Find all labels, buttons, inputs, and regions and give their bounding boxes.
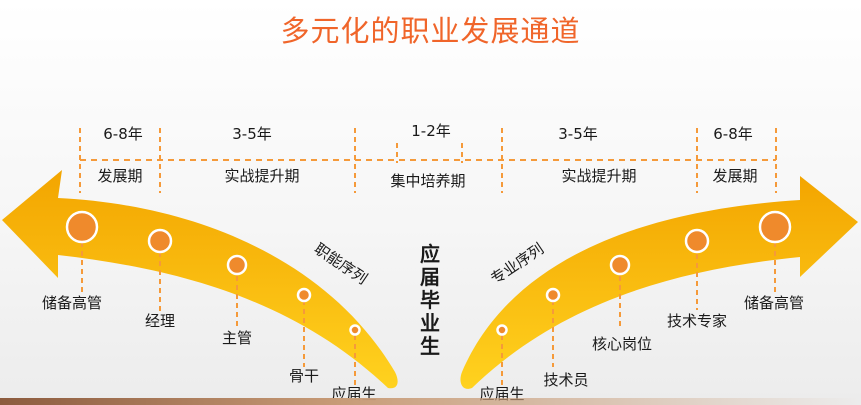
center-label-char: 毕 bbox=[420, 288, 440, 312]
level-label: 骨干 bbox=[289, 367, 319, 385]
level-connectors bbox=[81, 242, 776, 385]
management-track-arrow bbox=[2, 170, 398, 389]
phase-label: 实战提升期 bbox=[561, 167, 636, 185]
page-title: 多元化的职业发展通道 bbox=[280, 14, 581, 48]
phase-duration: 3-5年 bbox=[232, 125, 272, 143]
phase-label: 实战提升期 bbox=[224, 167, 299, 185]
phase-label: 发展期 bbox=[712, 167, 757, 185]
center-label-char: 生 bbox=[420, 334, 440, 358]
management-track-name: 职能序列 bbox=[311, 240, 371, 288]
center-label-char: 届 bbox=[420, 265, 440, 289]
level-label: 技术员 bbox=[543, 371, 588, 389]
center-label-char: 业 bbox=[420, 311, 440, 335]
level-label: 核心岗位 bbox=[592, 335, 652, 353]
level-label: 储备高管 bbox=[744, 294, 804, 312]
bottom-decor-bar bbox=[0, 398, 861, 405]
level-label: 主管 bbox=[222, 329, 252, 347]
professional-track-arrow bbox=[460, 176, 858, 389]
phase-label: 发展期 bbox=[97, 167, 142, 185]
phase-duration: 3-5年 bbox=[558, 125, 598, 143]
timeline-dividers bbox=[79, 128, 777, 193]
level-label: 储备高管 bbox=[42, 294, 102, 312]
level-label: 经理 bbox=[145, 312, 175, 330]
phase-duration: 6-8年 bbox=[103, 125, 143, 143]
level-label: 技术专家 bbox=[667, 312, 727, 330]
level-dots bbox=[65, 210, 792, 336]
phase-duration: 6-8年 bbox=[713, 125, 753, 143]
center-label-char: 应 bbox=[420, 242, 440, 266]
phase-duration: 1-2年 bbox=[411, 122, 451, 140]
phase-label: 集中培养期 bbox=[390, 172, 465, 190]
